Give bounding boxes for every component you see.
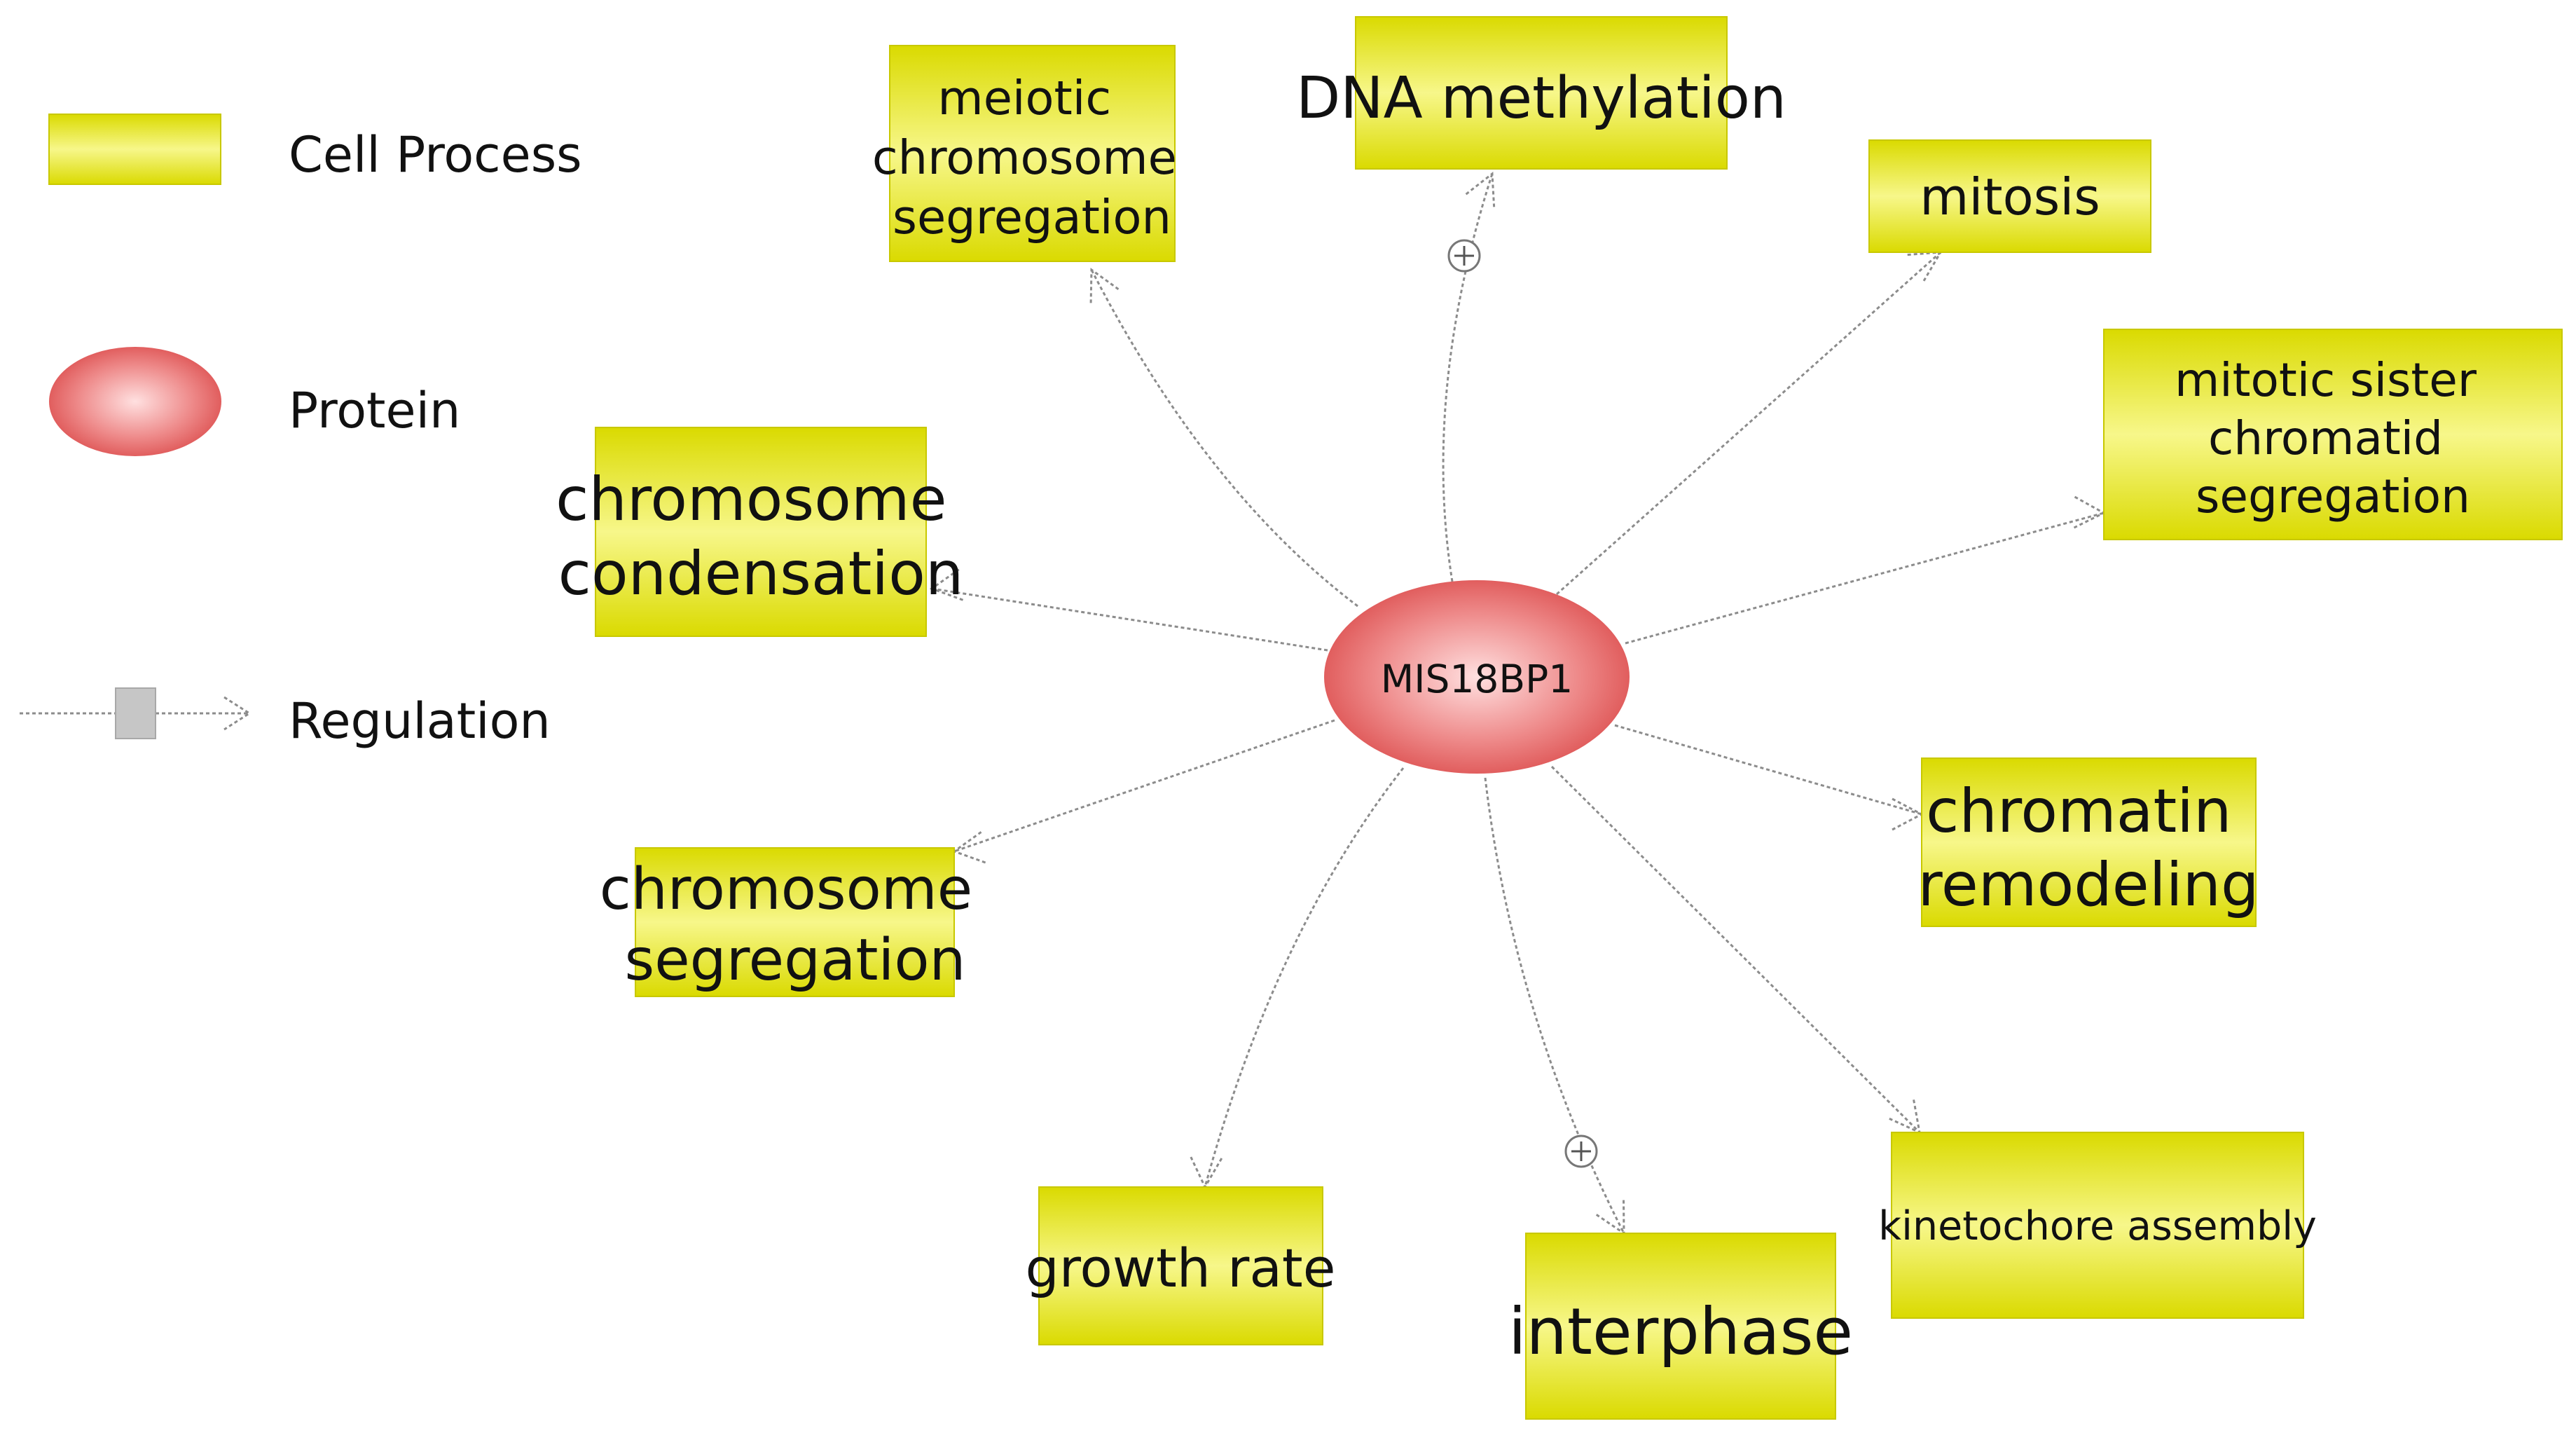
edge-to-mitosis — [1556, 251, 1941, 596]
process-node-mitosis[interactable]: mitosis — [1868, 139, 2151, 253]
positive-effect-marker-dna-methylation — [1447, 239, 1481, 273]
process-label-line: meiotic — [937, 71, 1111, 125]
svg-text:growth rate: growth rate — [1026, 1237, 1336, 1299]
legend-cell-process-swatch — [48, 114, 221, 185]
svg-text:chromosome condensatio: chromosome condensation — [556, 465, 966, 609]
process-label-line: chromosome — [556, 465, 946, 535]
process-node-chromosome-condensation[interactable]: chromosome condensation — [556, 427, 966, 637]
svg-text:chromatin remodeling: chromatin remodeling — [1917, 776, 2259, 920]
process-label-line: mitosis — [1920, 167, 2100, 226]
process-label-line: mitotic sister — [2175, 353, 2477, 407]
process-label-line: DNA methylation — [1296, 65, 1786, 132]
edge-to-chromatin-remodeling — [1614, 724, 1922, 816]
edge-to-chromosome-segregation — [953, 719, 1335, 853]
process-node-kinetochore-assembly[interactable]: kinetochore assembly — [1878, 1132, 2317, 1319]
process-label-line: condensation — [558, 539, 964, 609]
edge-to-chromatin-remodeling-arrowhead — [1892, 797, 1924, 831]
process-label-line: segregation — [893, 190, 1171, 245]
process-node-meiotic-chromosome-segregation[interactable]: meiotic chromosome segregation — [872, 45, 1192, 262]
protein-node-mis18bp1[interactable]: MIS18BP1 — [1324, 580, 1630, 774]
edge-to-dna-methylation — [1442, 173, 1494, 582]
process-nodes: meiotic chromosome segregation DNA methy… — [556, 16, 2563, 1420]
process-label-line: kinetochore assembly — [1878, 1203, 2317, 1249]
process-label-line: chromosome — [872, 130, 1177, 185]
process-node-dna-methylation[interactable]: DNA methylation — [1296, 16, 1786, 170]
svg-text:chromosome segregation: chromosome segregation — [600, 856, 991, 994]
edge-to-dna-methylation-arrowhead — [1465, 172, 1496, 207]
edge-to-meiotic-chromosome-segregation-arrowhead — [1089, 268, 1120, 303]
edge-to-mitotic-sister-chromatid-segregation-arrowhead — [2073, 495, 2107, 529]
svg-text:kinetochore assembly: kinetochore assembly — [1878, 1203, 2317, 1249]
svg-text:DNA methylation: DNA methylation — [1296, 65, 1786, 132]
protein-label: MIS18BP1 — [1381, 657, 1573, 701]
process-label-line: chromatin — [1926, 776, 2231, 846]
legend-protein-swatch — [49, 347, 221, 456]
legend-cell-process-label: Cell Process — [289, 126, 582, 184]
process-label-line: segregation — [2196, 469, 2470, 523]
process-node-chromatin-remodeling[interactable]: chromatin remodeling — [1917, 757, 2259, 927]
legend: Cell Process Protein Regulation — [20, 114, 582, 750]
process-label-line: interphase — [1508, 1294, 1853, 1369]
process-label-line: growth rate — [1026, 1237, 1336, 1299]
edge-to-chromosome-condensation — [931, 587, 1328, 652]
edge-to-kinetochore-assembly — [1550, 765, 1921, 1134]
edge-to-chromosome-condensation-arrowhead — [929, 568, 964, 601]
svg-text:mitotic sister chromat: mitotic sister chromatid segregation — [2175, 353, 2491, 523]
process-label-line: segregation — [625, 927, 966, 994]
edge-to-interphase-arrowhead — [1595, 1200, 1625, 1235]
legend-regulation-label: Regulation — [289, 692, 551, 750]
process-label-line: chromosome — [600, 856, 972, 923]
process-node-chromosome-segregation[interactable]: chromosome segregation — [600, 847, 991, 997]
edge-to-mitotic-sister-chromatid-segregation — [1625, 512, 2105, 645]
legend-protein-label: Protein — [289, 382, 460, 439]
edge-to-interphase — [1484, 777, 1625, 1234]
edge-to-growth-rate — [1204, 767, 1405, 1188]
svg-text:meiotic chromosome: meiotic chromosome segregation — [872, 71, 1192, 245]
edge-to-meiotic-chromosome-segregation — [1090, 269, 1358, 608]
process-label-line: remodeling — [1917, 850, 2259, 920]
process-label-line: chromatid — [2208, 411, 2443, 465]
positive-effect-marker-interphase — [1564, 1134, 1598, 1168]
process-node-growth-rate[interactable]: growth rate — [1026, 1186, 1336, 1345]
process-node-mitotic-sister-chromatid-segregation[interactable]: mitotic sister chromatid segregation — [2103, 329, 2563, 540]
legend-regulation-swatch — [20, 687, 252, 739]
svg-text:mitosis: mitosis — [1920, 167, 2100, 226]
process-node-interphase[interactable]: interphase — [1508, 1233, 1853, 1420]
svg-text:interphase: interphase — [1508, 1294, 1853, 1369]
